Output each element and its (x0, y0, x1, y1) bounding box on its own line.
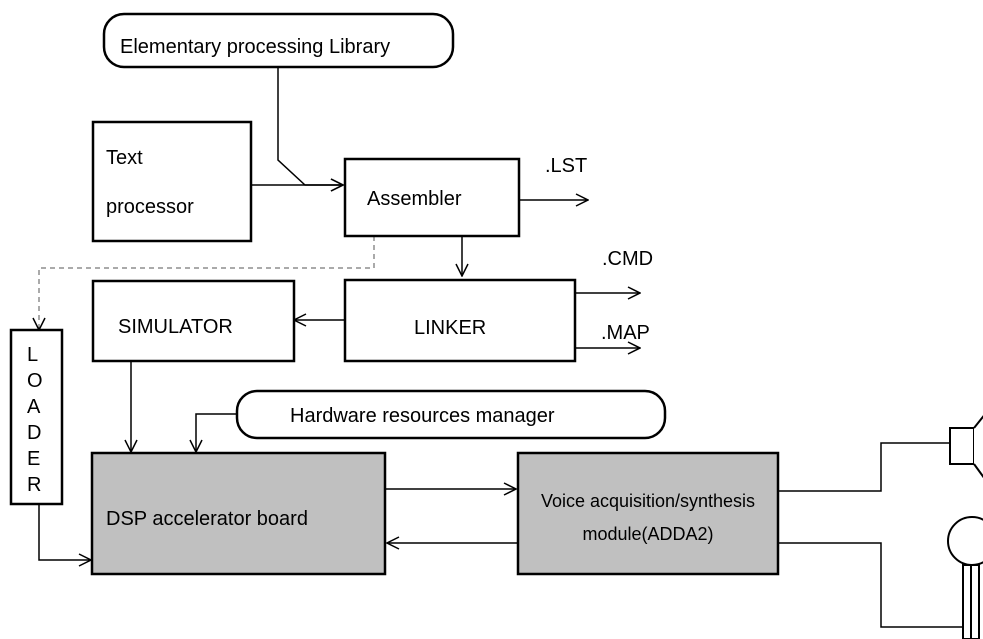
text-processor-label-line2: processor (106, 196, 194, 218)
voice-to-speaker-line (778, 442, 950, 492)
hwmanager-to-dsp-line (196, 413, 237, 452)
assembler-box: Assembler (343, 157, 521, 238)
loader-letter: O (27, 370, 43, 392)
voice-module-box: Voice acquisition/synthesis module(ADDA2… (516, 451, 780, 576)
speaker-icon (949, 415, 983, 479)
library-to-assembler-line (277, 68, 343, 185)
loader-letter: L (27, 344, 38, 366)
library-label: Elementary processing Library (120, 36, 390, 58)
text-processor-label-line1: Text (106, 147, 143, 169)
voice-module-label-line2: module(ADDA2) (582, 524, 713, 544)
hardware-manager-label: Hardware resources manager (290, 405, 555, 427)
text-processor-box: Text processor (91, 120, 253, 243)
linker-box: LINKER (343, 278, 577, 363)
assembler-to-loader-dashed-line (39, 236, 375, 330)
loader-to-dsp-line (38, 504, 91, 560)
map-label: .MAP (601, 322, 650, 344)
loader-letter: E (27, 448, 40, 470)
loader-letter: A (27, 396, 41, 418)
dsp-board-box: DSP accelerator board (90, 451, 387, 576)
library-box: Elementary processing Library (102, 12, 455, 69)
microphone-icon (947, 516, 983, 639)
hardware-manager-box: Hardware resources manager (235, 389, 667, 440)
loader-letter: R (27, 474, 41, 496)
lst-label: .LST (545, 155, 587, 177)
loader-box: L O A D E R (9, 328, 64, 506)
assembler-label: Assembler (367, 188, 462, 210)
linker-label: LINKER (414, 317, 486, 339)
cmd-label: .CMD (602, 248, 653, 270)
voice-module-label-line1: Voice acquisition/synthesis (541, 491, 755, 511)
dsp-board-label: DSP accelerator board (106, 508, 308, 530)
simulator-label: SIMULATOR (118, 316, 233, 338)
voice-to-microphone-line (778, 542, 962, 628)
simulator-box: SIMULATOR (91, 279, 296, 363)
loader-letter: D (27, 422, 41, 444)
